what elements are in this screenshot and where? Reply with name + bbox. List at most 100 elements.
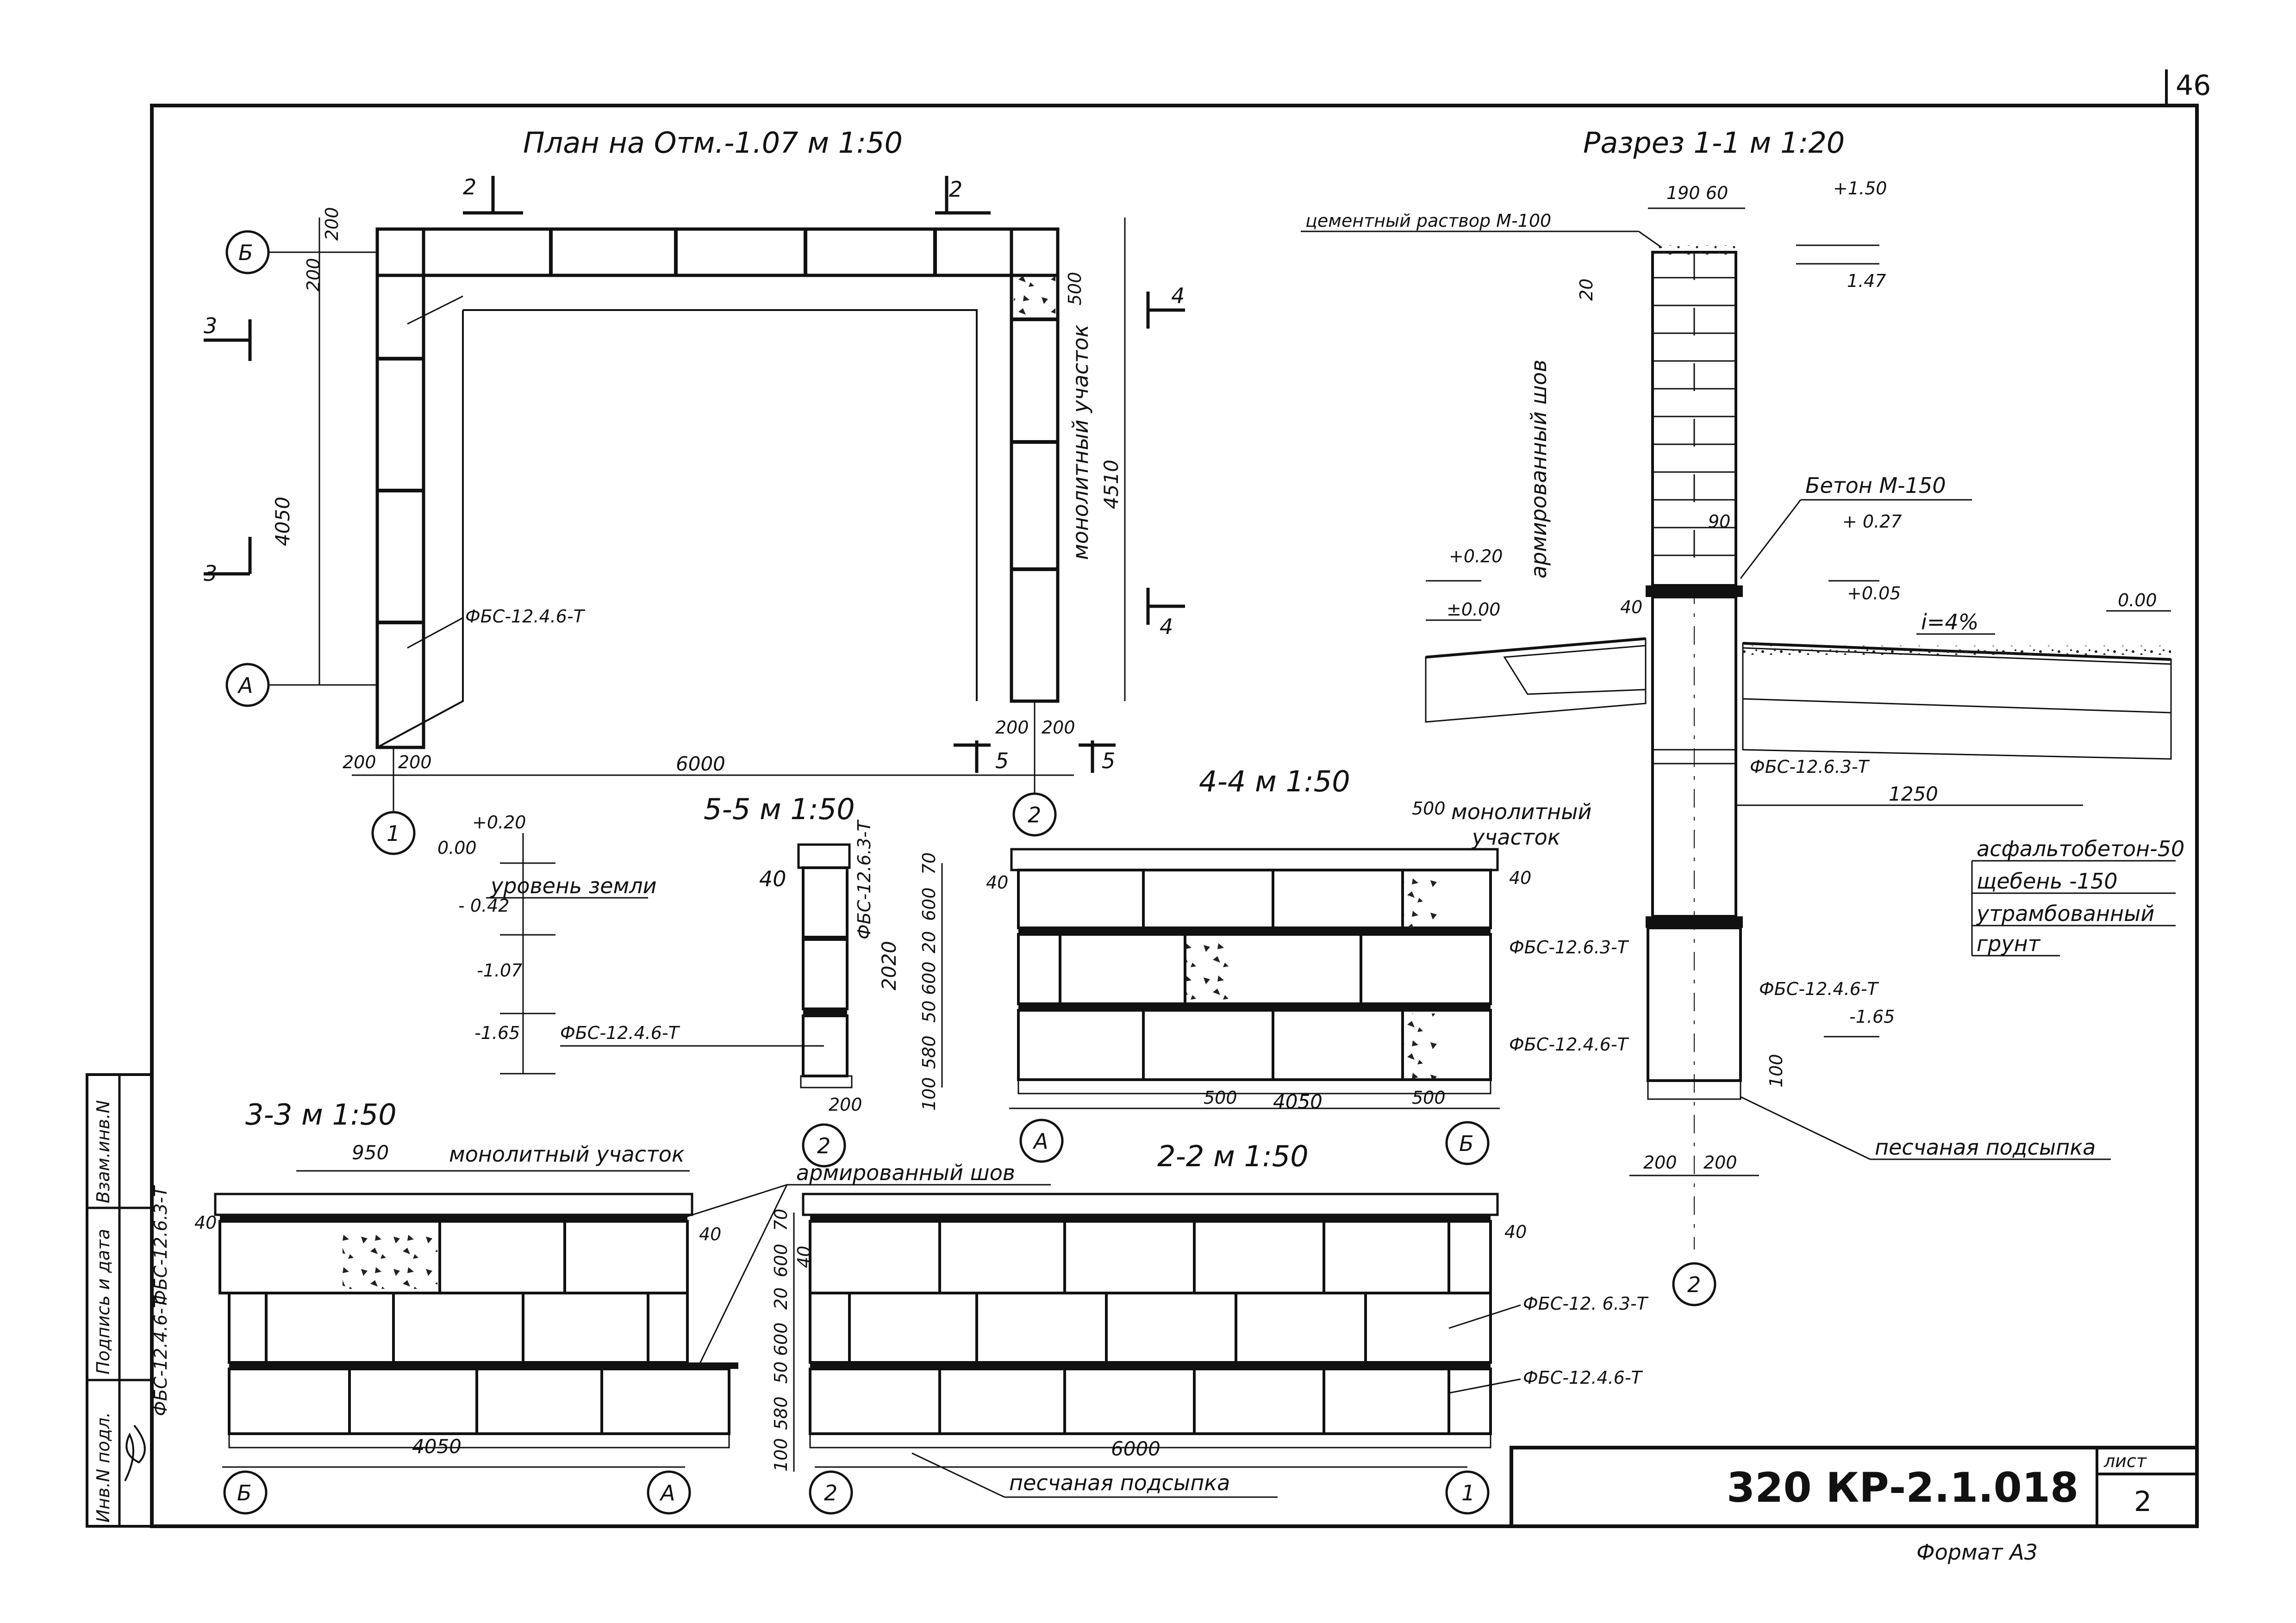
- reinforced-seam-label: армированный шов: [796, 1160, 1015, 1185]
- stamp-replace-inv: Взам.инв.N: [93, 1100, 113, 1203]
- svg-text:2: 2: [817, 1133, 830, 1158]
- svg-text:40: 40: [699, 1224, 721, 1244]
- svg-text:-1.65: -1.65: [1849, 1007, 1895, 1027]
- stamp-signature: [124, 1424, 146, 1481]
- svg-text:0.00: 0.00: [437, 838, 477, 858]
- cut-mark-2-right: [935, 176, 991, 215]
- svg-text:+1.50: +1.50: [1833, 178, 1887, 199]
- svg-text:-1.07: -1.07: [477, 960, 522, 981]
- svg-text:грунт: грунт: [1977, 931, 2041, 956]
- sand-bed-label: песчаная подсыпка: [1875, 1135, 2096, 1160]
- svg-text:60: 60: [1706, 183, 1728, 203]
- svg-text:асфальтобетон-50: асфальтобетон-50: [1977, 836, 2184, 861]
- svg-text:i=4%: i=4%: [1921, 609, 1978, 634]
- svg-text:40: 40: [794, 1246, 814, 1268]
- svg-text:песчаная подсыпка: песчаная подсыпка: [1009, 1470, 1230, 1495]
- section-3-3-title: 3-3 м 1:50: [245, 1098, 397, 1132]
- svg-text:500: 500: [1204, 1088, 1237, 1108]
- svg-text:+0.20: +0.20: [1449, 546, 1503, 566]
- cut-mark-5-right: [1079, 740, 1116, 773]
- svg-text:ФБС-12.4.6-Т: ФБС-12.4.6-Т: [1509, 1034, 1629, 1055]
- section-1-1-title: Разрез 1-1 м 1:20: [1583, 126, 1845, 160]
- plan-monolith-fill: [1014, 273, 1055, 315]
- section-3-3-monolith: монолитный участок: [449, 1142, 685, 1167]
- svg-text:40: 40: [759, 866, 786, 891]
- cut-mark-4-bottom: [1146, 588, 1185, 625]
- svg-text:20: 20: [919, 931, 939, 953]
- svg-text:600: 600: [919, 887, 939, 921]
- title-block: 320 КР-2.1.018 лист 2: [1510, 1446, 2199, 1528]
- svg-text:5: 5: [995, 748, 1009, 773]
- svg-text:2: 2: [463, 174, 476, 199]
- svg-text:90: 90: [1708, 511, 1730, 532]
- svg-text:5: 5: [1102, 748, 1115, 773]
- svg-text:ФБС-12.4.6-Т: ФБС-12.4.6-Т: [150, 1296, 171, 1416]
- svg-text:100: 100: [771, 1438, 791, 1472]
- svg-text:ФБС-12.6.3-Т: ФБС-12.6.3-Т: [1750, 757, 1870, 777]
- plan-dim-6000: 6000: [676, 752, 725, 775]
- axis-a-label: А: [237, 673, 253, 698]
- sheet-frame: [150, 104, 2199, 1528]
- svg-text:2020: 2020: [878, 941, 900, 990]
- plan-dim-4050: 4050: [271, 497, 294, 546]
- svg-text:- 0.42: - 0.42: [458, 895, 509, 916]
- svg-text:участок: участок: [1471, 825, 1560, 850]
- svg-text:190: 190: [1666, 183, 1700, 203]
- format-label: Формат А3: [1916, 1540, 2038, 1565]
- svg-text:40: 40: [986, 872, 1008, 893]
- svg-text:±0.00: ±0.00: [1447, 599, 1500, 620]
- plan-view: План на Отм.-1.07 м 1:50 ФБС-12.4.6-Т Б …: [204, 126, 1185, 855]
- svg-text:0.00: 0.00: [2118, 590, 2157, 610]
- plan-title: План на Отм.-1.07 м 1:50: [523, 126, 903, 160]
- svg-text:ФБС-12.6.3-Т: ФБС-12.6.3-Т: [1509, 937, 1629, 958]
- plan-dim-4510: 4510: [1100, 460, 1123, 509]
- svg-text:4: 4: [1171, 283, 1185, 308]
- mortar-label: цементный раствор М-100: [1305, 211, 1551, 231]
- svg-text:щебень -150: щебень -150: [1977, 869, 2118, 894]
- section-2-2: 2-2 м 1:50 70 600 40 20 600 50 580 100 4…: [771, 1139, 1649, 1515]
- axis-2-label: 2: [1028, 802, 1041, 827]
- svg-text:600: 600: [771, 1322, 791, 1356]
- svg-text:ФБС-12.6.3-Т: ФБС-12.6.3-Т: [150, 1185, 171, 1305]
- svg-text:+0.20: +0.20: [472, 812, 526, 833]
- svg-text:500: 500: [1412, 1088, 1446, 1108]
- svg-text:+ 0.27: + 0.27: [1842, 511, 1902, 532]
- section-4-4-title: 4-4 м 1:50: [1199, 765, 1350, 798]
- concrete-label: Бетон М-150: [1805, 473, 1946, 498]
- sheet-no: 2: [2134, 1486, 2152, 1518]
- svg-text:600: 600: [771, 1244, 791, 1277]
- svg-text:70: 70: [919, 852, 939, 875]
- brick-courses: [1653, 252, 1736, 585]
- levels-block: +0.20 0.00 уровень земли - 0.42 -1.07 -1…: [437, 812, 824, 1075]
- svg-text:ФБС-12.6.3-Т: ФБС-12.6.3-Т: [854, 819, 874, 939]
- sheet-number: 46: [2176, 69, 2211, 102]
- svg-text:200: 200: [322, 207, 342, 241]
- svg-text:ФБС-12.4.6-Т: ФБС-12.4.6-Т: [1523, 1368, 1643, 1388]
- section-5-5-title: 5-5 м 1:50: [704, 792, 855, 826]
- svg-text:50: 50: [771, 1362, 791, 1384]
- dim-1250: 1250: [1889, 783, 1938, 805]
- svg-text:40: 40: [194, 1213, 217, 1233]
- svg-text:200: 200: [398, 752, 432, 772]
- svg-text:ФБС-12. 6.3-Т: ФБС-12. 6.3-Т: [1523, 1293, 1649, 1314]
- cut-mark-4-top: [1146, 292, 1185, 329]
- svg-text:ФБС-12.4.6-Т: ФБС-12.4.6-Т: [1759, 979, 1879, 999]
- svg-text:100: 100: [919, 1077, 939, 1111]
- ground-level-label: уровень земли: [490, 873, 657, 898]
- section-4-4: 4-4 м 1:50 500 монолитный участок 40 40 …: [986, 765, 1629, 1165]
- svg-text:40: 40: [1504, 1222, 1527, 1242]
- stamp-sign-date: Подпись и дата: [93, 1229, 113, 1374]
- svg-text:40: 40: [1509, 868, 1531, 888]
- cut-mark-3-top: [204, 319, 252, 361]
- svg-text:50: 50: [919, 1001, 939, 1023]
- svg-text:2: 2: [949, 177, 962, 202]
- cut-mark-2-left: [463, 176, 523, 215]
- plan-block-label: ФБС-12.4.6-Т: [465, 606, 586, 627]
- svg-text:200: 200: [829, 1094, 862, 1115]
- svg-text:утрамбованный: утрамбованный: [1976, 901, 2154, 926]
- svg-text:600: 600: [919, 961, 939, 995]
- left-stamp: Инв.N подл. Подпись и дата Взам.инв.N: [86, 1073, 153, 1528]
- svg-text:Б: Б: [1459, 1131, 1474, 1156]
- svg-text:+0.05: +0.05: [1847, 583, 1901, 603]
- sheet-label: лист: [2103, 1451, 2147, 1471]
